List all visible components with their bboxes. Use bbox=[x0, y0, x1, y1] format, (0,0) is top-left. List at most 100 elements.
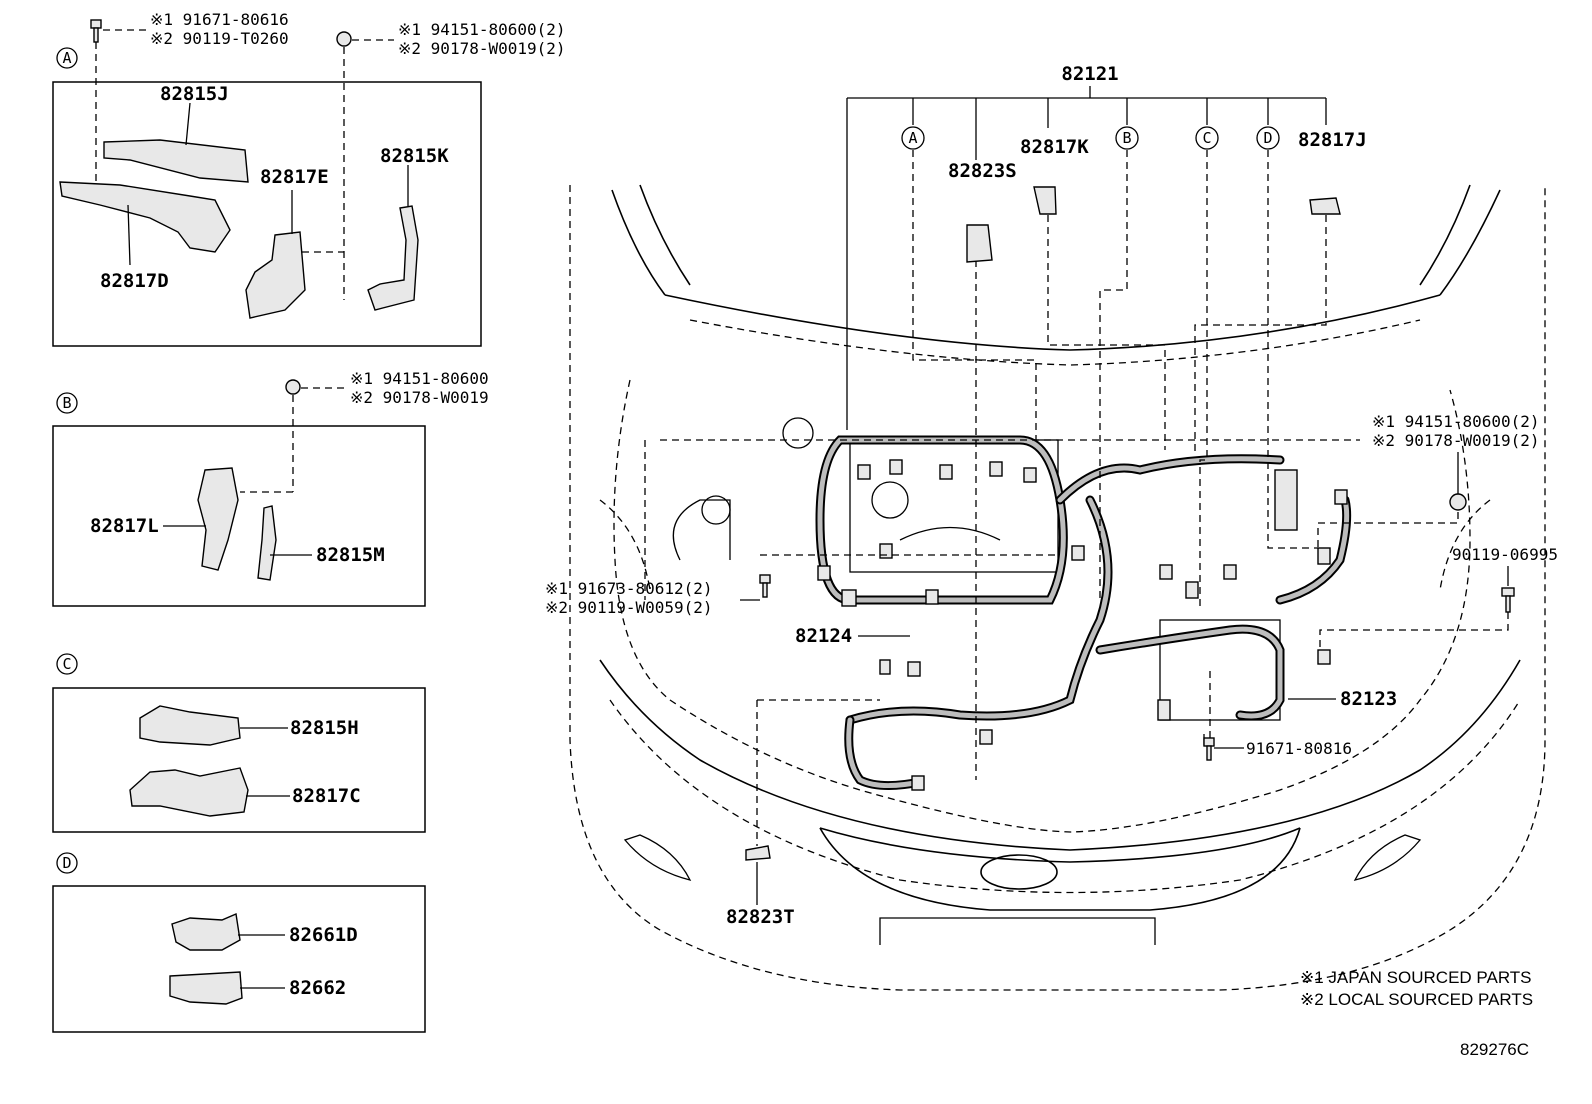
part-label: 82817E bbox=[260, 166, 329, 188]
bolt-icon bbox=[1501, 587, 1515, 597]
part-label: 82823S bbox=[948, 160, 1017, 182]
reservoir-cap-icon bbox=[782, 417, 814, 449]
connector-icon bbox=[817, 565, 831, 581]
part-82817j: 82817J bbox=[1298, 129, 1367, 215]
legend-line: ※2 LOCAL SOURCED PARTS bbox=[1300, 990, 1533, 1009]
section-d-letter: D bbox=[62, 854, 71, 872]
figure-code: 829276C bbox=[1460, 1040, 1529, 1059]
part-82823s-shape bbox=[966, 224, 993, 263]
fastener-note: ※1 91673-80612(2) bbox=[545, 579, 713, 598]
bolt-icon bbox=[759, 574, 771, 584]
fastener-note: ※1 91671-80616 bbox=[150, 10, 289, 29]
clip-icon bbox=[336, 31, 394, 300]
part-label: 82815J bbox=[160, 83, 229, 105]
legend-line: ※1 JAPAN SOURCED PARTS bbox=[1300, 968, 1532, 987]
callout-letter: C bbox=[1202, 129, 1211, 147]
part-82815m-shape bbox=[257, 505, 277, 581]
fog-lamp-icon bbox=[1353, 834, 1422, 881]
callout-d-marker bbox=[1256, 126, 1280, 150]
part-label: 82817J bbox=[1298, 129, 1367, 151]
fastener-note: ※2 90119-W0059(2) bbox=[545, 598, 713, 617]
part-label: 82123 bbox=[1340, 688, 1397, 710]
connector-icon bbox=[841, 589, 857, 607]
connector-icon bbox=[1317, 649, 1331, 665]
part-label: 82661D bbox=[289, 924, 358, 946]
connector-icon bbox=[939, 464, 953, 480]
fog-lamp-icon bbox=[623, 834, 692, 881]
connector-icon bbox=[889, 459, 903, 475]
bolt-icon bbox=[90, 19, 146, 190]
connector-icon bbox=[1274, 469, 1298, 531]
callout-a-marker bbox=[901, 126, 925, 150]
fastener-left: ※1 91673-80612(2) ※2 90119-W0059(2) bbox=[545, 574, 771, 617]
part-label: 82817L bbox=[90, 515, 159, 537]
fastener-note: ※1 94151-80600(2) bbox=[1372, 412, 1540, 431]
connector-icon bbox=[879, 659, 891, 675]
section-b: B ※1 94151-80600 ※2 90178-W0019 82817L 8… bbox=[52, 369, 489, 607]
part-82817k: 82817K bbox=[1020, 136, 1089, 215]
part-label: 82815H bbox=[290, 717, 359, 739]
connector-icon bbox=[925, 589, 939, 605]
section-b-marker bbox=[56, 392, 78, 414]
part-82817j-shape bbox=[1309, 197, 1341, 215]
legend: ※1 JAPAN SOURCED PARTS ※2 LOCAL SOURCED … bbox=[1300, 968, 1533, 1009]
wire-harness-loop bbox=[815, 435, 1068, 605]
part-82124: 82124 bbox=[795, 625, 910, 647]
part-label: 82817K bbox=[1020, 136, 1089, 158]
part-label: 82823T bbox=[726, 906, 795, 928]
connector-icon bbox=[1317, 547, 1331, 565]
connector-icon bbox=[1334, 489, 1348, 505]
part-82823t-shape bbox=[745, 845, 771, 861]
callout-letter: D bbox=[1263, 129, 1272, 147]
connector-icon bbox=[979, 729, 993, 745]
part-82823s: 82823S bbox=[948, 160, 1017, 263]
clip-icon bbox=[1449, 493, 1467, 511]
leader-line bbox=[127, 204, 131, 266]
part-82817d-shape bbox=[59, 181, 231, 253]
part-label: 82815M bbox=[316, 544, 385, 566]
connector-icon bbox=[1223, 564, 1237, 580]
connector-icon bbox=[907, 661, 921, 677]
section-b-letter: B bbox=[62, 394, 71, 412]
wire-harness-run bbox=[845, 495, 1113, 725]
emblem-icon bbox=[980, 854, 1058, 890]
part-82817l-shape bbox=[197, 467, 239, 571]
connector-icon bbox=[1023, 467, 1037, 483]
part-82817k-shape bbox=[1033, 186, 1057, 215]
section-d: D 82661D 82662 bbox=[52, 852, 426, 1033]
part-82817e-shape bbox=[245, 231, 306, 319]
fastener-bolt-bottom: 91671-80816 bbox=[1203, 668, 1352, 761]
fastener-note: 91671-80816 bbox=[1246, 739, 1352, 758]
harness-number: 82121 bbox=[1061, 63, 1118, 85]
part-82123: 82123 bbox=[1288, 688, 1397, 710]
part-82815h-shape bbox=[139, 705, 241, 746]
fastener-note: ※1 94151-80600(2) bbox=[398, 20, 566, 39]
part-82817c-shape bbox=[129, 767, 249, 817]
fastener-note: ※1 94151-80600 bbox=[350, 369, 489, 388]
connector-icon bbox=[989, 461, 1003, 477]
part-label: 82124 bbox=[795, 625, 852, 647]
callout-b-marker bbox=[1115, 126, 1139, 150]
part-82815j-shape bbox=[103, 139, 249, 183]
engine-bay bbox=[672, 417, 1352, 791]
fastener-right: ※1 94151-80600(2) ※2 90178-W0019(2) bbox=[1317, 412, 1540, 548]
fastener-note: ※2 90119-T0260 bbox=[150, 29, 289, 48]
fastener-note: ※2 90178-W0019(2) bbox=[398, 39, 566, 58]
part-82815k-shape bbox=[367, 205, 419, 311]
vehicle-outline bbox=[569, 184, 1546, 991]
part-82661d-shape bbox=[171, 913, 241, 951]
connector-icon bbox=[857, 464, 871, 480]
fastener-note: ※2 90178-W0019 bbox=[350, 388, 489, 407]
callout-c-marker bbox=[1195, 126, 1219, 150]
section-c: C 82815H 82817C bbox=[52, 653, 426, 833]
section-d-box bbox=[52, 885, 426, 1033]
section-a-marker bbox=[56, 47, 78, 69]
section-c-box bbox=[52, 687, 426, 833]
section-c-marker bbox=[56, 653, 78, 675]
connector-icon bbox=[911, 775, 925, 791]
wire-harness-run bbox=[1095, 624, 1285, 721]
fastener-note: 90119-06995 bbox=[1452, 545, 1558, 564]
part-label: 82817C bbox=[292, 785, 361, 807]
part-label: 82817D bbox=[100, 270, 169, 292]
